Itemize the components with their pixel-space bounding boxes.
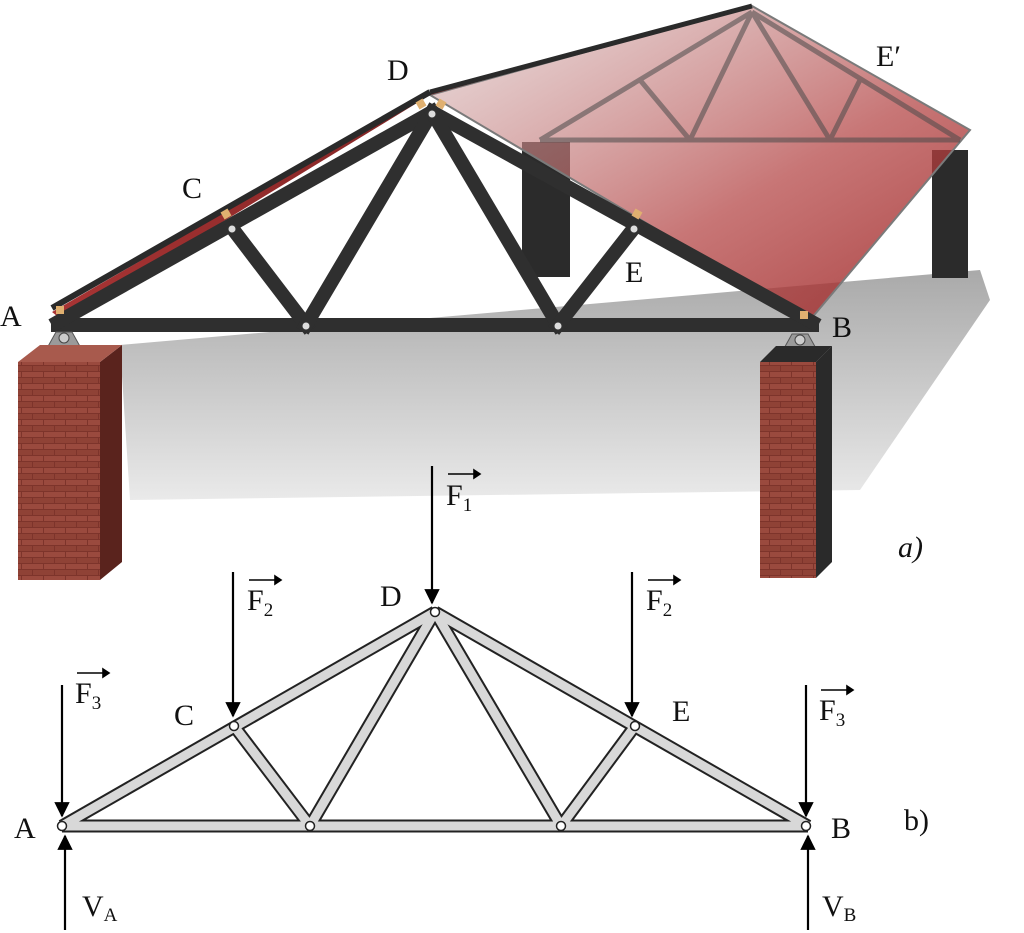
label-vb: VB bbox=[822, 890, 856, 926]
joint-c bbox=[228, 720, 240, 732]
vector-overbars bbox=[77, 468, 855, 696]
joint-e bbox=[629, 720, 641, 732]
label-a-node-c: C bbox=[182, 172, 202, 205]
caption-a: a) bbox=[898, 531, 923, 564]
truss-joints-a bbox=[227, 109, 639, 331]
label-f3-right: F3 bbox=[819, 694, 845, 731]
label-b-node-b: B bbox=[831, 812, 851, 845]
truss-b-members bbox=[58, 606, 812, 833]
label-va: VA bbox=[82, 890, 118, 926]
roof-ridge bbox=[429, 3, 753, 95]
joint-b bbox=[800, 820, 812, 832]
label-f3-left: F3 bbox=[75, 677, 101, 714]
far-truss bbox=[538, 9, 962, 143]
label-a-node-b: B bbox=[832, 311, 852, 344]
ground-shadow bbox=[120, 270, 990, 500]
label-a-node-d: D bbox=[387, 54, 409, 87]
label-f2-left: F2 bbox=[247, 584, 273, 621]
label-b-node-a: A bbox=[14, 812, 36, 845]
label-a-node-e-prime: E′ bbox=[876, 40, 901, 73]
roof-eave-left bbox=[50, 89, 432, 311]
front-truss bbox=[48, 102, 822, 335]
label-f1: F1 bbox=[446, 479, 472, 516]
label-b-node-c: C bbox=[174, 699, 194, 732]
joint-d bbox=[429, 606, 441, 618]
figure-a: D C E E′ A B a) bbox=[0, 3, 990, 580]
joint-bottom-left bbox=[304, 820, 316, 832]
label-b-node-e: E bbox=[672, 695, 690, 728]
brick-pillar-right bbox=[760, 346, 832, 578]
joint-a bbox=[56, 820, 68, 832]
purlin-blocks bbox=[56, 98, 808, 319]
truss-b-joints bbox=[56, 606, 812, 832]
label-f2-right: F2 bbox=[646, 584, 672, 621]
brick-pillar-left bbox=[18, 345, 122, 580]
far-support-right bbox=[932, 150, 968, 278]
label-a-node-a: A bbox=[0, 300, 22, 333]
figure-b: F1 F2 F2 F3 F3 VA VB D C E A B b) bbox=[14, 466, 929, 930]
label-a-node-e: E bbox=[625, 256, 643, 289]
label-b-node-d: D bbox=[380, 580, 402, 613]
load-arrows bbox=[54, 466, 816, 930]
joint-bottom-right bbox=[555, 820, 567, 832]
caption-b: b) bbox=[904, 804, 929, 837]
